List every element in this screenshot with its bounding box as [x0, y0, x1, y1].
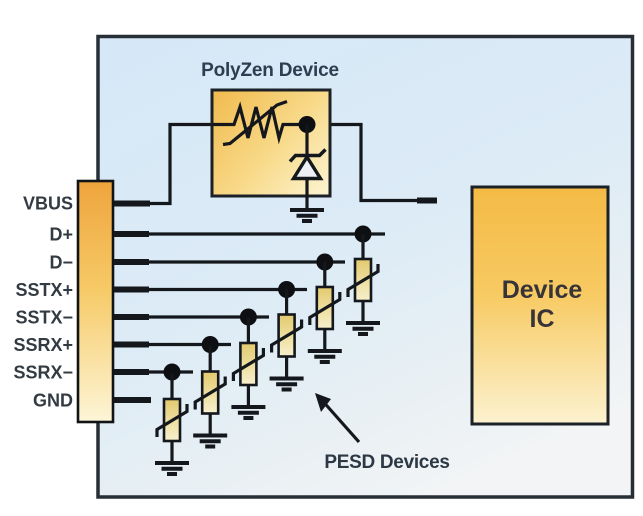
svg-text:D+: D+ — [49, 225, 73, 245]
svg-text:D−: D− — [49, 253, 73, 273]
svg-text:PolyZen Device: PolyZen Device — [201, 60, 339, 81]
svg-text:IC: IC — [530, 305, 555, 333]
svg-text:SSTX+: SSTX+ — [15, 280, 73, 300]
svg-text:Device: Device — [502, 276, 583, 304]
svg-text:VBUS: VBUS — [23, 194, 73, 214]
svg-text:SSRX−: SSRX− — [13, 363, 73, 383]
svg-text:GND: GND — [33, 391, 73, 411]
svg-text:PESD Devices: PESD Devices — [324, 452, 449, 473]
svg-text:SSTX−: SSTX− — [15, 308, 73, 328]
svg-text:SSRX+: SSRX+ — [13, 335, 73, 355]
